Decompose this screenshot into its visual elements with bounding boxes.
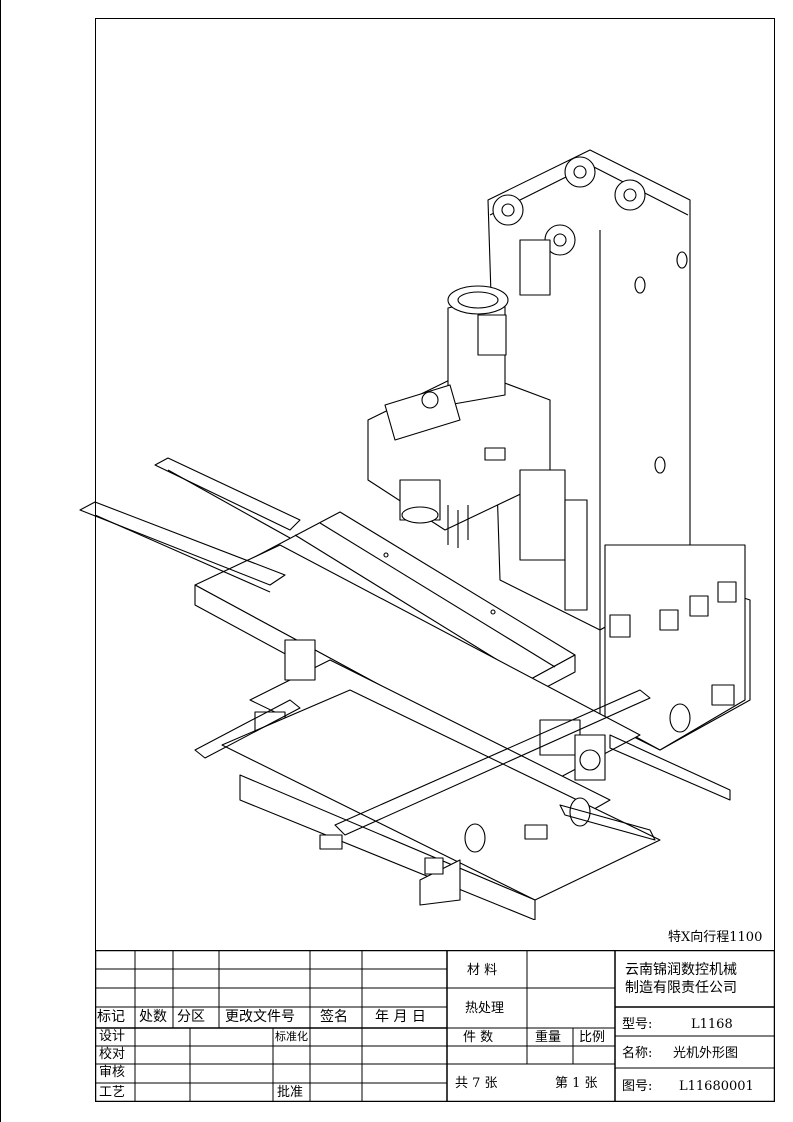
- company-line2: 制造有限责任公司: [625, 980, 737, 996]
- title-block-grid: [94, 949, 776, 1103]
- model-label: 型号:: [622, 1017, 653, 1032]
- model-value: L1168: [691, 1017, 733, 1032]
- header-zone: 分区: [177, 1009, 205, 1025]
- approval-label: 批准: [277, 1085, 304, 1100]
- header-date: 年 月 日: [375, 1009, 426, 1025]
- heat-treatment-label: 热处理: [465, 1001, 505, 1016]
- row-process: 工艺: [99, 1085, 126, 1100]
- header-count: 处数: [139, 1009, 167, 1025]
- top-pulleys: [492, 156, 646, 296]
- company-line1: 云南锦润数控机械: [625, 962, 737, 978]
- row-review: 审核: [99, 1065, 126, 1080]
- title-block: 标记 处数 分区 更改文件号 签名 年 月 日 设计 校对 审核 工艺 标准化 …: [94, 949, 776, 1103]
- name-label: 名称:: [622, 1046, 653, 1061]
- page-left-edge: [0, 0, 1, 1122]
- standardization-label: 标准化: [275, 1030, 308, 1043]
- sheet-number: 第 1 张: [555, 1076, 598, 1091]
- header-signature: 签名: [320, 1009, 348, 1025]
- x-travel-note: 特X向行程1100: [668, 930, 763, 945]
- drawing-no-label: 图号:: [622, 1079, 653, 1094]
- header-change-doc: 更改文件号: [225, 1009, 295, 1025]
- spindle-head: [367, 285, 588, 611]
- header-mark: 标记: [97, 1009, 125, 1025]
- drawing-no-value: L11680001: [679, 1079, 754, 1094]
- scale-label: 比例: [579, 1030, 606, 1045]
- name-value: 光机外形图: [673, 1046, 739, 1061]
- way-covers: [79, 457, 731, 841]
- material-label: 材 料: [467, 963, 498, 978]
- machine-isometric-drawing: [79, 149, 751, 920]
- sheets-total: 共 7 张: [455, 1076, 498, 1091]
- machine-base: [221, 689, 661, 920]
- quantity-label: 件 数: [463, 1030, 494, 1045]
- row-design: 设计: [99, 1029, 126, 1044]
- weight-label: 重量: [535, 1030, 562, 1045]
- row-check: 校对: [99, 1047, 126, 1062]
